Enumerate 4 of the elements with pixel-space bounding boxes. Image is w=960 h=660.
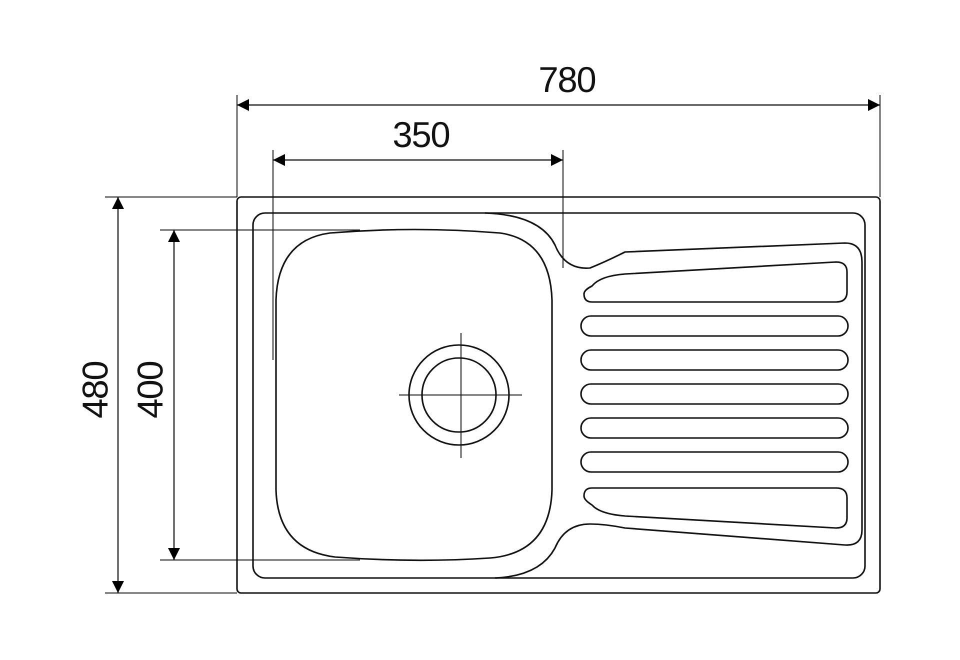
dimension-label: 480 <box>77 361 114 419</box>
dimension-label: 400 <box>132 361 168 419</box>
dimension-label: 780 <box>538 62 596 98</box>
dimension-label: 350 <box>392 117 450 153</box>
